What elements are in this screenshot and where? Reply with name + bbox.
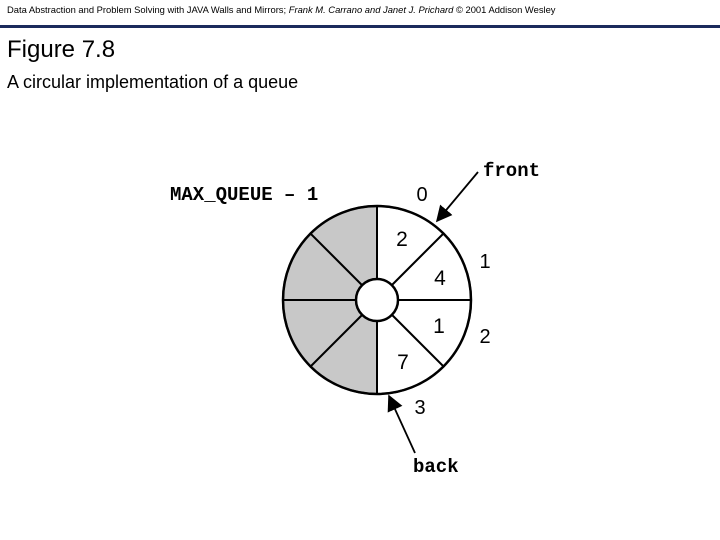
header-copyright: © 2001 Addison Wesley (455, 4, 556, 15)
back-label: back (413, 456, 459, 478)
slot-value: 4 (434, 267, 446, 290)
figure-caption: A circular implementation of a queue (7, 72, 299, 92)
max-queue-label: MAX_QUEUE – 1 (170, 184, 318, 206)
ring-inner-hole (354, 277, 400, 323)
slide-header: Data Abstraction and Problem Solving wit… (0, 0, 720, 28)
index-label: 3 (414, 397, 425, 419)
header-authors: Frank M. Carrano and Janet J. Prichard (288, 4, 454, 15)
slot-value: 1 (433, 315, 445, 338)
index-label: 2 (479, 326, 490, 348)
slot-value: 2 (396, 228, 408, 251)
back-pointer-arrow (387, 394, 416, 454)
front-label: front (483, 160, 540, 182)
header-book: Data Abstraction and Problem Solving wit… (7, 4, 287, 15)
header-citation: Data Abstraction and Problem Solving wit… (7, 4, 556, 15)
index-label: 0 (416, 184, 427, 206)
ring-outer-edge (281, 204, 473, 396)
figure-title: Figure 7.8 (7, 36, 116, 63)
slot-value: 7 (397, 351, 409, 374)
index-label: 1 (479, 251, 490, 273)
front-pointer-arrow (435, 171, 479, 223)
